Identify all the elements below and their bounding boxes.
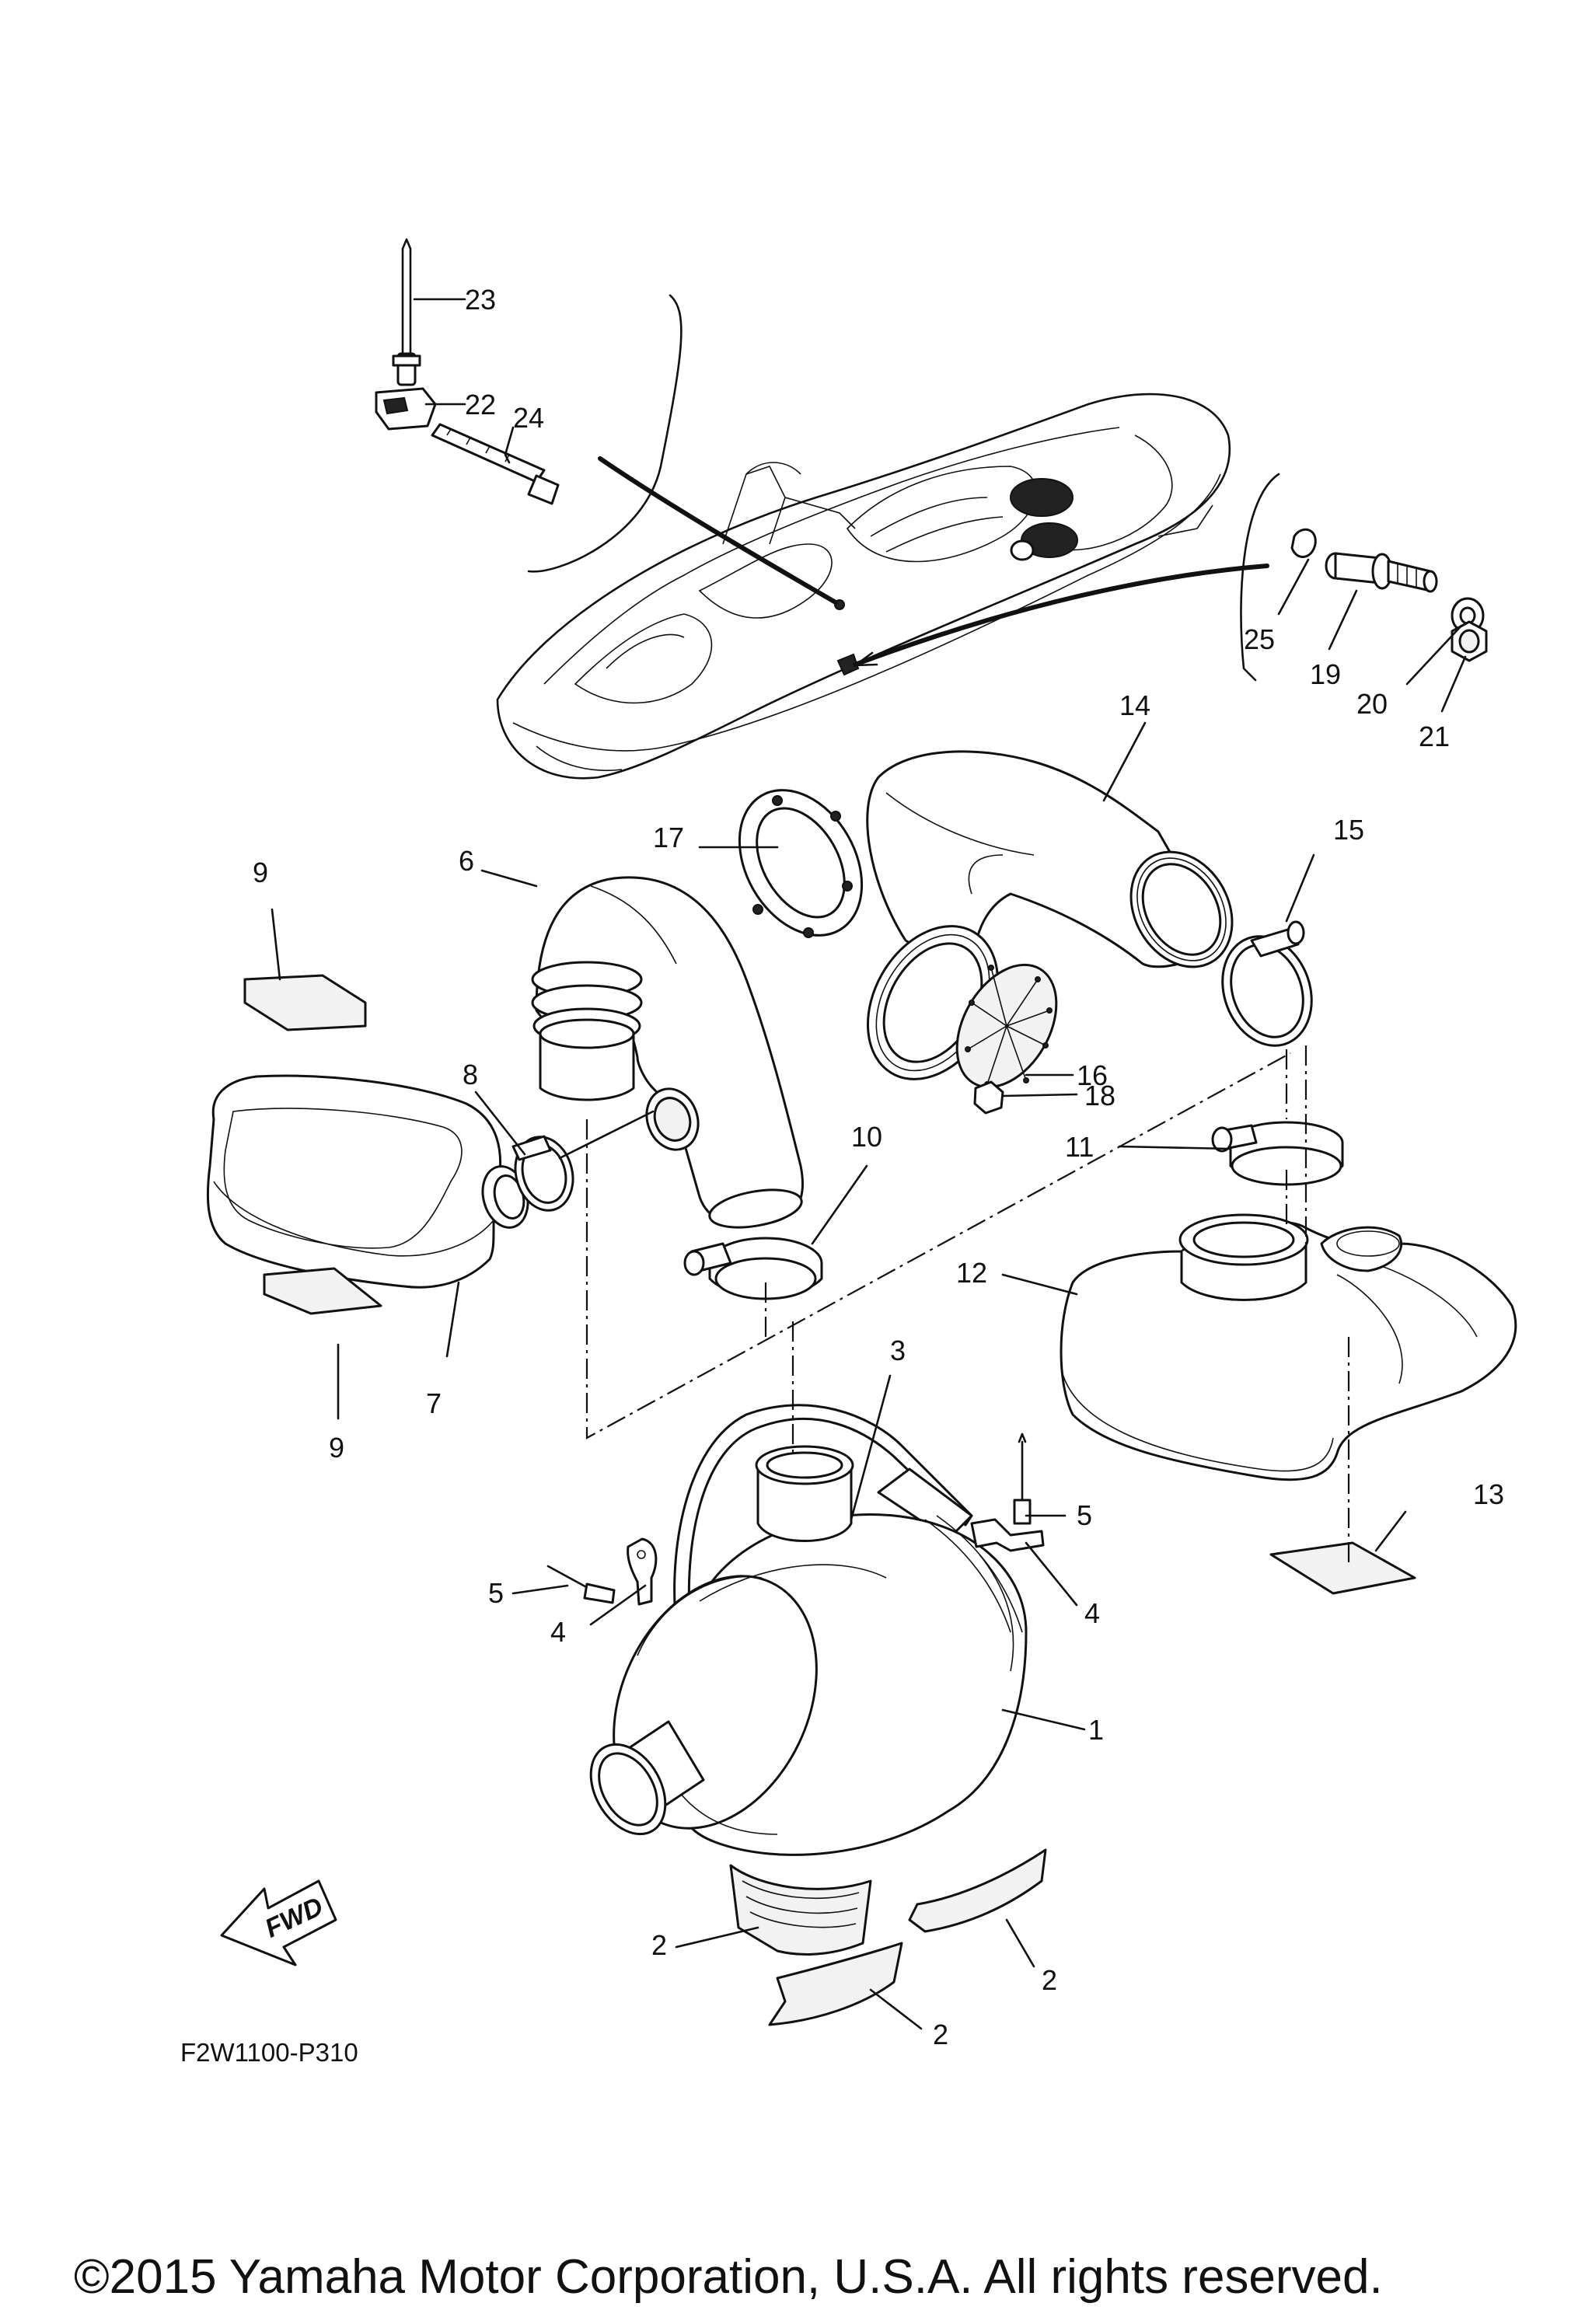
part-5-rivet-right xyxy=(1013,1432,1032,1525)
part-2-protector-center xyxy=(729,1864,872,1956)
part-5-rivet-left xyxy=(546,1565,616,1604)
callout-label-2-bottom: 2 xyxy=(933,2019,948,2050)
part-22-clip xyxy=(375,387,437,431)
leader-to-right-inset xyxy=(853,564,1269,667)
callout-label-6: 6 xyxy=(459,845,474,877)
part-13-pad xyxy=(1269,1541,1416,1595)
callout-label-25: 25 xyxy=(1244,623,1275,655)
fwd-direction-arrow: FWD xyxy=(220,1879,337,1966)
callout-label-14: 14 xyxy=(1119,689,1150,721)
part-8-hose-clamp xyxy=(511,1135,574,1212)
part-18-nut xyxy=(973,1080,1004,1115)
part-15-hose-clamp xyxy=(1221,920,1313,1047)
part-21-nut xyxy=(1451,620,1488,662)
callout-label-10: 10 xyxy=(851,1121,882,1153)
alignment-lines xyxy=(585,1045,1350,1562)
part-4-bracket-left xyxy=(627,1537,658,1606)
part-19-bolt xyxy=(1325,552,1438,593)
part-9-pad-lower xyxy=(263,1267,382,1315)
callout-label-21: 21 xyxy=(1419,721,1450,752)
leader-8-to-6 xyxy=(558,1110,655,1160)
callout-label-4-left: 4 xyxy=(550,1616,566,1648)
part-4-bracket-right xyxy=(970,1518,1045,1552)
copyright-notice: ©2015 Yamaha Motor Corporation, U.S.A. A… xyxy=(74,2250,1383,2304)
leader-arrowhead xyxy=(854,651,878,667)
callout-label-24: 24 xyxy=(513,402,544,434)
label-leader-lines xyxy=(271,298,1467,2030)
part-17-ring-flange xyxy=(738,789,864,938)
callout-label-2-right: 2 xyxy=(1042,1964,1057,1996)
callout-labels: 23 22 24 25 19 20 21 14 15 17 16 18 6 9 … xyxy=(253,284,1504,2050)
callout-label-18: 18 xyxy=(1084,1080,1115,1111)
callout-label-8: 8 xyxy=(463,1059,478,1090)
callout-label-22: 22 xyxy=(465,389,496,420)
callout-label-5-left: 5 xyxy=(488,1577,504,1609)
callout-label-13: 13 xyxy=(1473,1478,1504,1510)
part-7-resonator-box xyxy=(206,1074,529,1289)
part-10-hose-clamp xyxy=(683,1237,823,1300)
part-11-hose-clamp xyxy=(1211,1121,1344,1186)
part-9-pad-upper xyxy=(243,974,367,1031)
callout-label-16: 16 xyxy=(1077,1059,1108,1091)
part-16-screen-plate xyxy=(955,963,1058,1089)
callout-label-19: 19 xyxy=(1310,658,1341,690)
callout-label-11: 11 xyxy=(1065,1131,1094,1163)
part-1-muffler xyxy=(589,1445,1028,1856)
leader-to-left-inset xyxy=(598,456,838,605)
callout-label-9-upper: 9 xyxy=(253,857,268,888)
callout-label-2-left: 2 xyxy=(651,1929,667,1961)
callout-label-17: 17 xyxy=(653,822,684,853)
callout-label-5-right: 5 xyxy=(1077,1499,1092,1531)
part-6-elbow-hose xyxy=(531,876,805,1229)
callout-label-15: 15 xyxy=(1333,814,1364,846)
part-14-intake-duct xyxy=(866,750,1234,981)
left-inset-bracket xyxy=(527,294,683,573)
part-12-water-box xyxy=(1060,1213,1517,1481)
diagram-code: F2W1100-P310 xyxy=(180,2038,358,2067)
callout-label-7: 7 xyxy=(426,1387,442,1419)
part-24-cable-tie xyxy=(431,423,560,505)
part-2-protector-bottom xyxy=(768,1942,903,2026)
right-inset-bracket xyxy=(1240,473,1280,682)
callout-label-3: 3 xyxy=(890,1335,906,1366)
callout-label-1: 1 xyxy=(1088,1714,1104,1746)
callout-label-4-right: 4 xyxy=(1084,1597,1100,1629)
callout-label-12: 12 xyxy=(956,1257,987,1289)
part-23-rivet xyxy=(392,238,421,386)
part-2-protector-right xyxy=(908,1848,1047,1933)
part-25-clip xyxy=(1290,528,1317,558)
callout-label-9-lower: 9 xyxy=(329,1432,344,1464)
callout-label-20: 20 xyxy=(1356,688,1388,720)
callout-label-23: 23 xyxy=(465,284,496,316)
